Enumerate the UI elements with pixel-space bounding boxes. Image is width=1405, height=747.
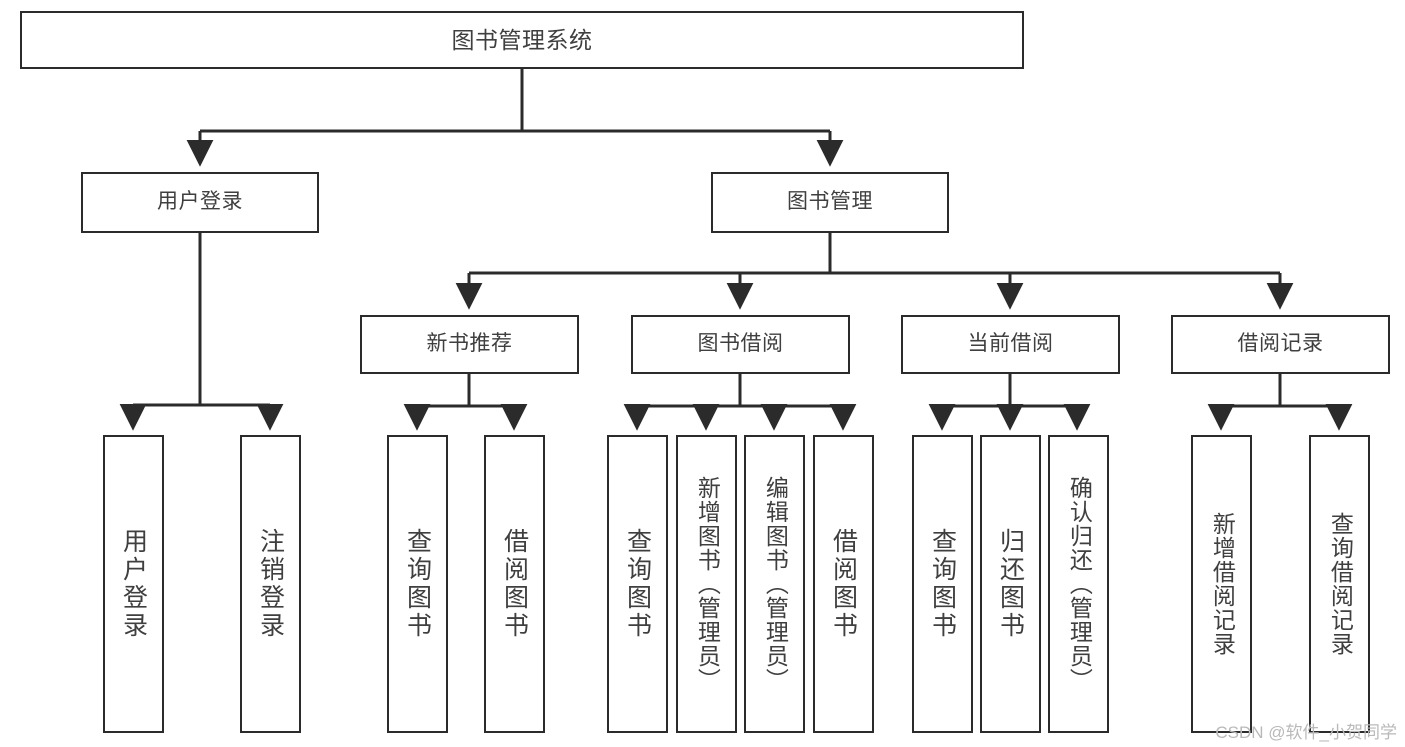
- node-book-management[interactable]: 图书管理: [711, 172, 949, 233]
- node-root-system[interactable]: 图书管理系统: [20, 11, 1024, 69]
- node-label: 新书推荐: [426, 332, 513, 356]
- node-leaf-borrow-book-recommend[interactable]: 借阅图书: [484, 435, 545, 733]
- node-leaf-user-login[interactable]: 用户登录: [103, 435, 164, 733]
- node-current-borrow[interactable]: 当前借阅: [901, 315, 1120, 374]
- node-label: 查询图书: [403, 528, 432, 640]
- node-leaf-add-borrow-record[interactable]: 新增借阅记录: [1191, 435, 1252, 733]
- node-label: 借阅图书: [829, 528, 858, 640]
- node-label: 新增图书（管理员）: [694, 476, 721, 692]
- node-user-login[interactable]: 用户登录: [81, 172, 319, 233]
- node-label: 新增借阅记录: [1209, 512, 1236, 656]
- node-label: 用户登录: [157, 190, 243, 214]
- node-book-borrow[interactable]: 图书借阅: [631, 315, 850, 374]
- node-label: 图书管理系统: [451, 26, 593, 53]
- node-label: 当前借阅: [967, 332, 1054, 356]
- node-label: 图书借阅: [697, 332, 784, 356]
- node-label: 编辑图书（管理员）: [762, 476, 789, 692]
- node-label: 查询图书: [623, 528, 652, 640]
- node-leaf-add-book[interactable]: 新增图书（管理员）: [676, 435, 737, 733]
- node-leaf-confirm-return[interactable]: 确认归还（管理员）: [1048, 435, 1109, 733]
- node-label: 查询借阅记录: [1327, 512, 1354, 656]
- csdn-watermark: CSDN @软件_小贺同学: [1215, 723, 1397, 742]
- node-label: 注销登录: [256, 528, 285, 640]
- node-label: 归还图书: [996, 528, 1025, 640]
- node-leaf-query-book-borrow[interactable]: 查询图书: [607, 435, 668, 733]
- node-label: 借阅记录: [1237, 332, 1324, 356]
- node-new-book-recommend[interactable]: 新书推荐: [360, 315, 579, 374]
- node-leaf-query-book-recommend[interactable]: 查询图书: [387, 435, 448, 733]
- node-leaf-return-book[interactable]: 归还图书: [980, 435, 1041, 733]
- node-label: 确认归还（管理员）: [1066, 476, 1093, 692]
- node-leaf-query-book-current[interactable]: 查询图书: [912, 435, 973, 733]
- node-leaf-query-borrow-record[interactable]: 查询借阅记录: [1309, 435, 1370, 733]
- node-borrow-record[interactable]: 借阅记录: [1171, 315, 1390, 374]
- node-leaf-logout-login[interactable]: 注销登录: [240, 435, 301, 733]
- node-label: 图书管理: [787, 190, 873, 214]
- node-label: 用户登录: [119, 528, 148, 640]
- node-leaf-borrow-book[interactable]: 借阅图书: [813, 435, 874, 733]
- node-label: 借阅图书: [500, 528, 529, 640]
- node-label: 查询图书: [928, 528, 957, 640]
- node-leaf-edit-book[interactable]: 编辑图书（管理员）: [744, 435, 805, 733]
